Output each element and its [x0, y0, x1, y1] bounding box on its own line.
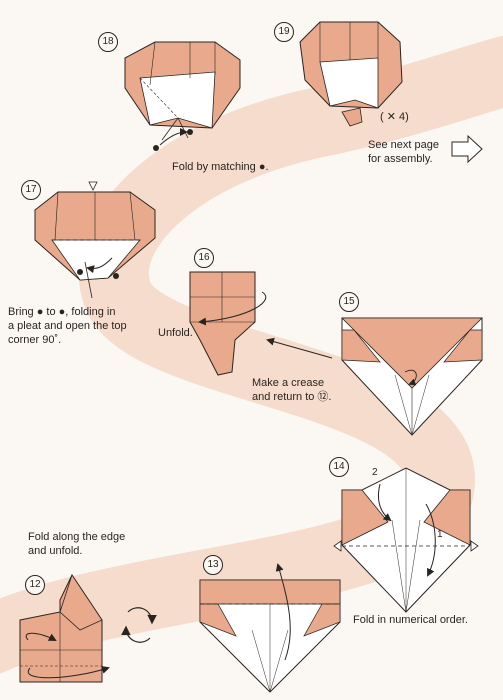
- s-path-band: [0, 35, 503, 674]
- caption-multiplier: ( ✕ 4): [380, 111, 409, 123]
- step-number-12: 12: [25, 575, 45, 595]
- step-number-17: 17: [21, 180, 41, 200]
- edge-marker-icon: [333, 540, 342, 552]
- step-number-13: 13: [203, 555, 223, 575]
- caption-unfold: Unfold.: [158, 327, 193, 339]
- caption-fold-numerical: Fold in numerical order.: [353, 614, 468, 626]
- step15-model: [341, 317, 483, 436]
- transition-arrow-icon: [266, 337, 333, 359]
- match-dot: [187, 129, 193, 135]
- match-dot: [77, 269, 83, 275]
- caption-see-next-page: See next page for assembly.: [368, 139, 439, 165]
- arrow-label-1: 1: [437, 529, 443, 540]
- match-dot: [153, 145, 159, 151]
- next-page-arrow-icon: [451, 134, 483, 164]
- rotate-icon: [121, 607, 157, 643]
- match-dot: [113, 273, 119, 279]
- step-number-19: 19: [274, 22, 294, 42]
- edge-marker-icon: [470, 540, 479, 552]
- caption-fold-along-edge: Fold along the edge and unfold.: [28, 531, 126, 557]
- step12-model: [19, 573, 110, 683]
- step17-model: [34, 181, 156, 299]
- step18-model: [124, 41, 241, 151]
- step14-model: [333, 467, 479, 613]
- step-number-16: 16: [194, 248, 214, 268]
- step-number-15: 15: [339, 292, 359, 312]
- step19-model: [299, 21, 403, 127]
- step-number-14: 14: [329, 457, 349, 477]
- step16-model: [189, 271, 267, 376]
- caption-fold-by-matching: Fold by matching ●.: [172, 161, 269, 173]
- step13-model: [199, 563, 341, 693]
- arrow-label-2: 2: [372, 467, 378, 478]
- caption-bring-dot: Bring ● to ●, folding in a pleat and ope…: [8, 306, 127, 346]
- valley-marker-icon: [88, 181, 98, 191]
- step-number-18: 18: [98, 32, 118, 52]
- caption-make-crease: Make a crease and return to ⑫.: [252, 377, 332, 403]
